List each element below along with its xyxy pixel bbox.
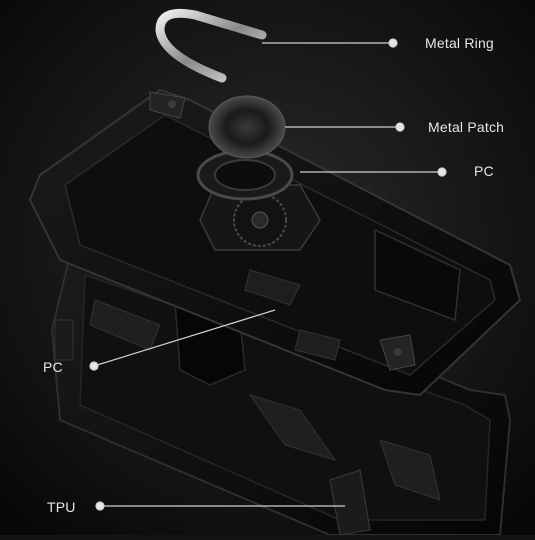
- metal-ring: [155, 8, 267, 83]
- metal-patch: [208, 95, 286, 159]
- callout-tpu: TPU: [47, 499, 76, 515]
- tpu-case: [50, 243, 512, 536]
- callout-pc-left: PC: [43, 359, 63, 375]
- pc-shell: [28, 88, 522, 397]
- callout-metal-ring: Metal Ring: [425, 35, 494, 51]
- pc-ring-holder: [196, 149, 294, 201]
- callout-pc-right: PC: [474, 163, 494, 179]
- callout-leaders: [89, 38, 447, 511]
- callout-metal-patch: Metal Patch: [428, 119, 505, 135]
